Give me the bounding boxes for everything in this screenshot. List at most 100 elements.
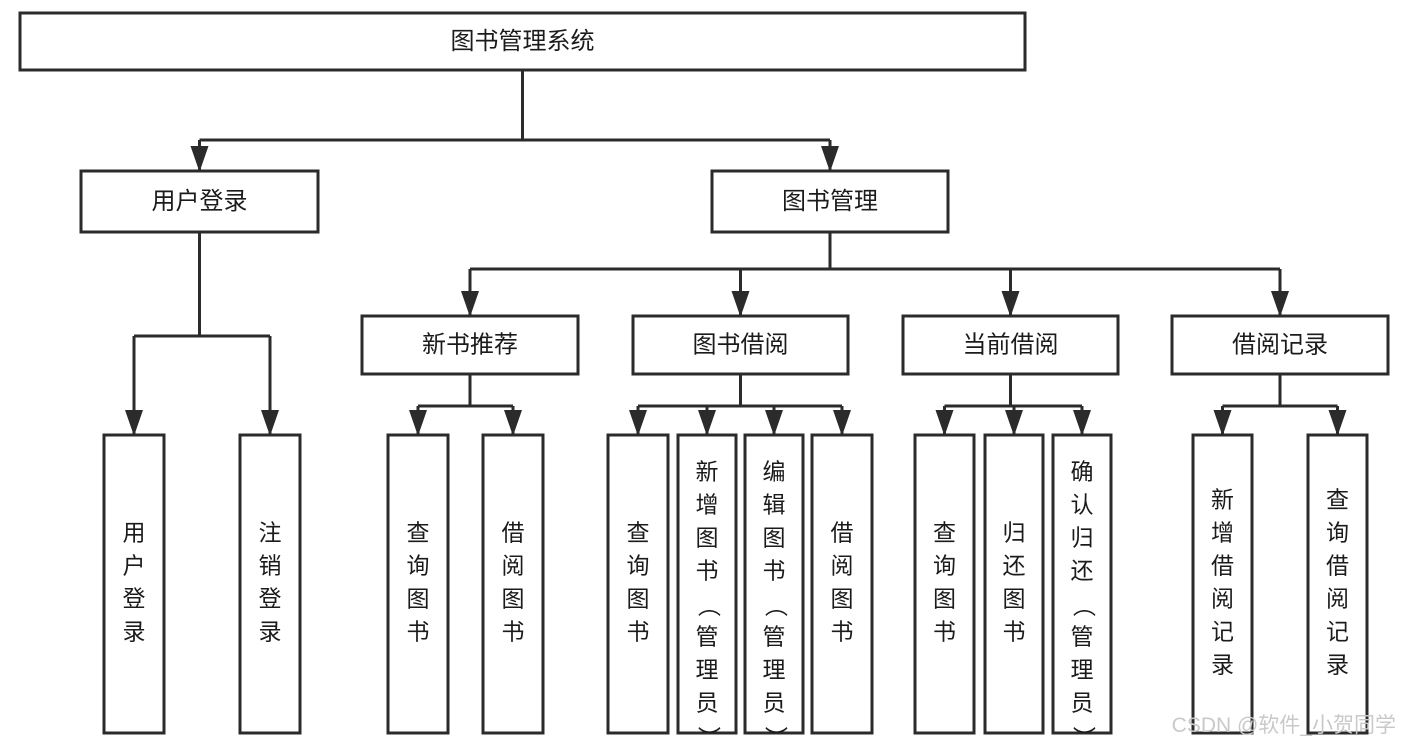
node-current-borrow[interactable]: 当前借阅 [901, 314, 1120, 376]
node-leaf-edit-book-admin-label-char: 理 [763, 657, 786, 683]
node-leaf-return-book-label-char: 还 [1003, 553, 1026, 579]
node-leaf-borrow-book-recommend-label-char: 阅 [502, 553, 525, 579]
node-current-borrow-label: 当前借阅 [963, 331, 1059, 358]
node-leaf-query-book-recommend-label-char: 书 [407, 619, 430, 645]
node-leaf-confirm-return-admin-label-char: 还 [1071, 558, 1094, 584]
node-leaf-confirm-return-admin-label-char: 确 [1071, 459, 1094, 485]
node-leaf-borrow-book-recommend-box [481, 433, 545, 735]
node-leaf-query-book-borrow-label-char: 书 [627, 619, 650, 645]
arrow-head-icon [698, 410, 716, 436]
node-leaf-add-borrow-record-label-char: 增 [1211, 520, 1234, 546]
node-leaf-query-book-recommend-box [386, 433, 450, 735]
node-leaf-logout-label-char: 登 [259, 586, 282, 612]
node-layer: 图书管理系统用户登录图书管理新书推荐图书借阅当前借阅借阅记录用户登录注销登录查询… [18, 11, 1390, 749]
node-leaf-user-login[interactable]: 用户登录 [102, 433, 166, 735]
node-root-root-label: 图书管理系统 [451, 28, 595, 55]
node-leaf-query-borrow-record-box [1306, 433, 1369, 735]
node-leaf-user-login-label-char: 用 [123, 520, 146, 546]
node-leaf-edit-book-admin-label-char: （ [763, 594, 789, 617]
node-leaf-logout-box [238, 433, 302, 735]
node-new-book-recommend-label: 新书推荐 [422, 331, 518, 358]
arrow-head-icon [935, 410, 954, 436]
arrow-head-icon [190, 146, 209, 172]
node-leaf-query-book-current-label-char: 查 [933, 520, 956, 546]
node-leaf-confirm-return-admin-label-char: 员 [1071, 690, 1094, 716]
node-leaf-user-login-label-char: 户 [123, 553, 146, 579]
node-book-management-box [710, 169, 950, 234]
node-user-login[interactable]: 用户登录 [79, 169, 320, 234]
arrow-head-icon [821, 146, 839, 172]
node-book-borrow-label: 图书借阅 [693, 331, 789, 358]
node-leaf-edit-book-admin-label-char: 编 [763, 459, 786, 485]
node-borrow-record-label: 借阅记录 [1232, 331, 1328, 358]
node-leaf-query-book-current-box [913, 433, 976, 735]
node-leaf-confirm-return-admin-label-char: 归 [1071, 525, 1094, 551]
node-leaf-confirm-return-admin-label-char: 管 [1071, 624, 1094, 650]
arrow-head-icon [833, 410, 851, 436]
node-book-borrow[interactable]: 图书借阅 [631, 314, 850, 376]
node-leaf-borrow-book-label-char: 图 [831, 586, 854, 612]
arrow-head-icon [1271, 291, 1289, 317]
node-root-root[interactable]: 图书管理系统 [18, 11, 1027, 72]
arrow-head-icon [461, 291, 479, 317]
node-leaf-query-borrow-record-label-char: 阅 [1326, 586, 1349, 612]
node-leaf-add-borrow-record-label-char: 新 [1211, 487, 1234, 513]
node-leaf-add-borrow-record-box [1191, 433, 1254, 735]
node-leaf-add-book-admin-label-char: 图 [696, 525, 719, 551]
node-leaf-query-book-borrow-box [606, 433, 670, 735]
node-leaf-edit-book-admin-label-char: ） [763, 726, 789, 747]
node-leaf-add-book-admin-label-char: 书 [696, 558, 719, 584]
node-leaf-user-login-box [102, 433, 166, 735]
node-leaf-logout-label-char: 录 [259, 619, 282, 645]
node-leaf-query-book-recommend-label-char: 查 [407, 520, 430, 546]
node-book-management-label: 图书管理 [782, 188, 878, 215]
node-leaf-add-book-admin-label-char: ） [696, 726, 722, 747]
connector-layer [125, 70, 1347, 436]
node-book-management[interactable]: 图书管理 [710, 169, 950, 234]
node-new-book-recommend-box [360, 314, 580, 376]
node-leaf-add-book-admin-label-char: 新 [696, 459, 719, 485]
arrow-head-icon [1005, 410, 1023, 436]
node-leaf-query-borrow-record-label-char: 录 [1326, 652, 1349, 678]
node-new-book-recommend[interactable]: 新书推荐 [360, 314, 580, 376]
node-leaf-edit-book-admin-label-char: 员 [763, 690, 786, 716]
node-leaf-logout-label-char: 注 [259, 520, 282, 546]
node-leaf-query-book-current-label-char: 询 [933, 553, 956, 579]
node-leaf-borrow-book-box [810, 433, 874, 735]
node-leaf-add-book-admin-box [676, 433, 738, 735]
node-leaf-add-borrow-record-label-char: 记 [1211, 619, 1234, 645]
arrow-head-icon [765, 410, 783, 436]
node-leaf-borrow-book-recommend-label-char: 图 [502, 586, 525, 612]
node-borrow-record[interactable]: 借阅记录 [1170, 314, 1390, 376]
node-leaf-query-book-current-label-char: 图 [933, 586, 956, 612]
arrow-head-icon [1328, 410, 1347, 436]
node-leaf-add-book-admin-label-char: 管 [696, 624, 719, 650]
node-leaf-add-book-admin-label-char: 增 [696, 492, 719, 518]
node-leaf-query-book-recommend-label-char: 图 [407, 586, 430, 612]
arrow-head-icon [731, 291, 750, 317]
node-leaf-edit-book-admin-label-char: 管 [763, 624, 786, 650]
arrow-head-icon [629, 410, 647, 436]
node-leaf-query-borrow-record-label-char: 借 [1326, 553, 1349, 579]
arrow-head-icon [261, 410, 279, 436]
node-leaf-query-book-borrow-label-char: 图 [627, 586, 650, 612]
node-leaf-confirm-return-admin-label-char: 认 [1071, 492, 1094, 518]
node-leaf-edit-book-admin-label-char: 书 [763, 558, 786, 584]
node-current-borrow-box [901, 314, 1120, 376]
node-leaf-user-login-label-char: 登 [123, 586, 146, 612]
node-leaf-query-book-borrow-label-char: 询 [627, 553, 650, 579]
